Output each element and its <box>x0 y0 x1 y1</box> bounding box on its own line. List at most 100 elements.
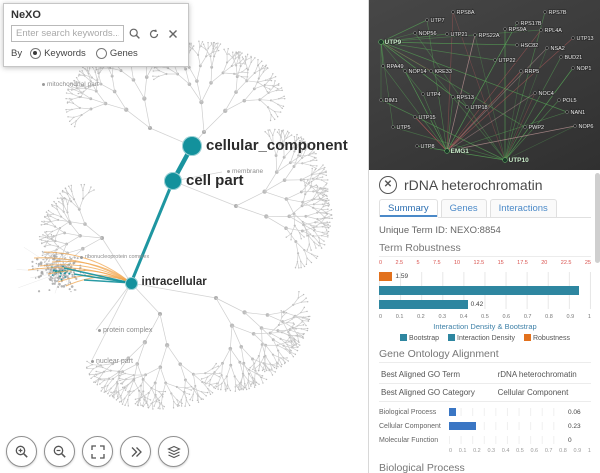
expand-selection-button[interactable] <box>120 436 151 467</box>
gene-node-UTP22[interactable]: UTP22 <box>493 57 516 65</box>
gene-node-HSC82[interactable]: HSC82 <box>515 42 539 50</box>
svg-text:PWP2: PWP2 <box>529 125 545 131</box>
gene-node-RPS13[interactable]: RPS13 <box>451 94 475 102</box>
layers-button[interactable] <box>158 436 189 467</box>
gene-node-NOP1[interactable]: NOP1 <box>571 65 592 73</box>
tab-genes[interactable]: Genes <box>440 199 487 217</box>
radio-icon[interactable] <box>95 48 107 59</box>
svg-text:RPS22A: RPS22A <box>479 33 500 39</box>
ontology-term-label[interactable]: mitochondrial part <box>42 81 99 88</box>
gene-node-RPS7B[interactable]: RPS7B <box>543 9 568 17</box>
gene-node-RRP5[interactable]: RRP5 <box>519 68 540 76</box>
svg-text:KRE33: KRE33 <box>435 69 452 75</box>
search-mode-keywords[interactable]: Keywords <box>30 48 86 59</box>
gene-node-NOP14[interactable]: NOP14 <box>403 68 427 76</box>
refresh-icon[interactable] <box>146 26 162 42</box>
ontology-node-label[interactable]: cell part <box>186 171 244 189</box>
gene-node-UTP7[interactable]: UTP7 <box>425 17 445 25</box>
gene-node-POL5[interactable]: POL5 <box>557 97 577 105</box>
bar-bootstrap <box>379 286 590 295</box>
gene-node-RPS17B[interactable]: RPS17B <box>515 20 543 28</box>
gene-node-BUD21[interactable]: BUD21 <box>559 54 583 62</box>
gene-node-UTP4[interactable]: UTP4 <box>421 91 441 99</box>
gene-node-KRE33[interactable]: KRE33 <box>429 68 453 76</box>
svg-text:EMG1: EMG1 <box>451 148 470 155</box>
gene-node-NOC4[interactable]: NOC4 <box>533 90 555 98</box>
legend-item: Robustness <box>523 334 570 342</box>
ontology-tree <box>16 36 333 410</box>
gene-node-PWP2[interactable]: PWP2 <box>523 124 545 132</box>
svg-text:UTP5: UTP5 <box>397 125 411 131</box>
svg-text:RPS9A: RPS9A <box>509 27 527 33</box>
gene-node-NSA2[interactable]: NSA2 <box>545 45 566 53</box>
svg-text:NOC4: NOC4 <box>539 91 554 97</box>
search-mode-genes[interactable]: Genes <box>95 48 138 59</box>
gene-node-UTP5[interactable]: UTP5 <box>391 124 411 132</box>
svg-text:UTP7: UTP7 <box>431 18 445 24</box>
details-scrollbar[interactable] <box>595 173 600 470</box>
gene-node-NOP56[interactable]: NOP56 <box>413 30 437 38</box>
radio-icon[interactable] <box>30 48 42 59</box>
go-alignment-heading: Gene Ontology Alignment <box>379 348 591 363</box>
gene-node-NOP6[interactable]: NOP6 <box>573 123 594 131</box>
gene-node-UTP18[interactable]: UTP18 <box>465 104 488 112</box>
gene-node-UTP13[interactable]: UTP13 <box>571 35 594 43</box>
svg-text:UTP21: UTP21 <box>451 32 468 38</box>
close-icon[interactable]: ✕ <box>379 176 397 194</box>
gene-node-UTP21[interactable]: UTP21 <box>445 31 468 39</box>
gene-node-UTP15[interactable]: UTP15 <box>413 114 436 122</box>
svg-text:NOP1: NOP1 <box>577 66 592 72</box>
ontology-term-label[interactable]: ribonucleoprotein complex <box>80 254 149 260</box>
svg-text:NOP56: NOP56 <box>419 31 437 37</box>
svg-text:DIM1: DIM1 <box>385 98 398 104</box>
gene-node-NAN1[interactable]: NAN1 <box>565 109 586 117</box>
svg-text:RPA49: RPA49 <box>387 64 404 70</box>
ontology-node-cellular-component[interactable] <box>182 136 202 156</box>
ontology-node-cell-part[interactable] <box>164 172 182 190</box>
gene-node-UTP9[interactable]: UTP9 <box>378 38 402 47</box>
gene-node-DIM1[interactable]: DIM1 <box>379 97 398 105</box>
tab-summary[interactable]: Summary <box>379 199 438 217</box>
clear-icon[interactable] <box>165 26 181 42</box>
svg-text:RPL4A: RPL4A <box>545 28 563 34</box>
svg-text:RPS17B: RPS17B <box>521 21 542 27</box>
zoom-in-button[interactable] <box>6 436 37 467</box>
ontology-term-label[interactable]: protein complex <box>98 327 152 334</box>
svg-text:UTP18: UTP18 <box>471 105 488 111</box>
svg-text:NOP14: NOP14 <box>409 69 427 75</box>
gene-node-UTP8[interactable]: UTP8 <box>415 143 435 151</box>
gene-node-RPS9A[interactable]: RPS9A <box>503 26 528 34</box>
search-input[interactable] <box>11 25 124 42</box>
gene-node-RPL4A[interactable]: RPL4A <box>539 27 563 35</box>
gene-node-EMG1[interactable]: EMG1 <box>444 147 470 156</box>
fit-content-button[interactable] <box>82 436 113 467</box>
gene-node-UTP10[interactable]: UTP10 <box>502 156 530 165</box>
search-icon[interactable] <box>127 26 143 42</box>
gene-node-RPS8A[interactable]: RPS8A <box>451 9 476 17</box>
ontology-term-label[interactable]: nuclear part <box>91 358 133 365</box>
zoom-out-button[interactable] <box>44 436 75 467</box>
ontology-term-label[interactable]: membrane <box>227 168 263 175</box>
gene-node-RPS22A[interactable]: RPS22A <box>473 32 501 40</box>
gene-node-RPA49[interactable]: RPA49 <box>381 63 404 71</box>
svg-text:UTP22: UTP22 <box>499 58 516 64</box>
ontology-node-label[interactable]: intracellular <box>141 275 207 288</box>
ontology-node-intracellular[interactable] <box>124 276 138 290</box>
svg-text:HSC82: HSC82 <box>521 43 539 49</box>
tab-interactions[interactable]: Interactions <box>489 199 557 217</box>
svg-text:UTP9: UTP9 <box>385 39 402 46</box>
ontology-node-label[interactable]: cellular_component <box>206 136 348 154</box>
svg-text:RPS13: RPS13 <box>457 95 474 101</box>
